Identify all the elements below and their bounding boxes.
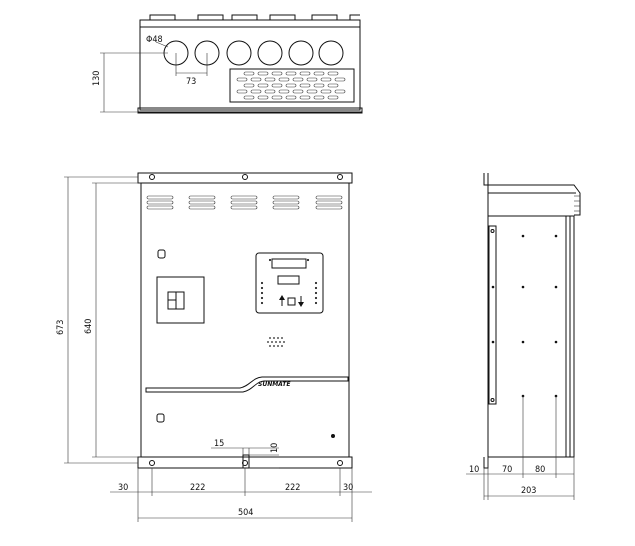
dim-total-height: 673 <box>56 176 138 464</box>
front-bottom-bracket <box>137 456 353 469</box>
side-mounting-rail <box>488 225 497 405</box>
knockout-hole <box>226 40 252 66</box>
dim-total-width-label: 504 <box>238 508 253 518</box>
top-body <box>139 19 361 111</box>
top-view: Φ48 73 130 <box>92 14 363 114</box>
dim-inner-height-label: 640 <box>84 319 94 334</box>
dim-hole-diameter-label: Φ48 <box>146 35 163 45</box>
secondary-display <box>277 275 300 285</box>
dim-side-depth: 203 <box>484 486 574 497</box>
dim-mounting-pitch: 30 222 222 30 <box>110 468 372 522</box>
dim-side-offsets: 10 70 80 <box>466 465 574 475</box>
indicator-light <box>157 249 166 259</box>
dim-total-height-label: 673 <box>56 320 66 335</box>
control-panel <box>255 252 324 314</box>
door-lock <box>156 413 165 423</box>
brand-logo: SUNMATE <box>258 381 291 388</box>
knockout-holes <box>163 40 344 66</box>
dim-top-height: 130 <box>92 52 168 113</box>
dim-depth-label: 203 <box>521 486 536 496</box>
top-base-rail <box>137 107 363 114</box>
dim-hole-pitch: 73 <box>175 53 208 87</box>
power-switch <box>156 276 205 324</box>
front-body <box>140 182 350 458</box>
dim-total-width: 504 <box>138 508 352 519</box>
dim-offset-b-label: 80 <box>535 465 545 475</box>
dim-offset-a-label: 70 <box>502 465 512 475</box>
dim-pitch-left-label: 222 <box>190 483 205 493</box>
knockout-hole <box>257 40 283 66</box>
enter-button-icon <box>287 297 296 306</box>
dim-inner-height: 640 <box>84 182 141 458</box>
side-view: 10 70 80 203 <box>466 173 581 500</box>
side-body <box>487 215 575 458</box>
side-fastener-dots <box>491 234 558 398</box>
cable-slot <box>242 454 250 469</box>
dim-flange-label: 10 <box>469 465 479 475</box>
dim-edge-left-label: 30 <box>118 483 128 493</box>
front-view: SUNMATE 673 640 15 <box>56 172 372 522</box>
speaker-grille <box>267 337 285 347</box>
top-bumps <box>140 14 360 21</box>
vent-grille <box>229 68 355 103</box>
dim-top-height-label: 130 <box>92 71 102 86</box>
knockout-hole <box>318 40 344 66</box>
logo-band: SUNMATE <box>145 376 349 393</box>
screw-dot <box>331 434 335 438</box>
up-arrow-icon <box>279 295 285 306</box>
down-arrow-icon <box>298 296 304 307</box>
dim-hole-pitch-label: 73 <box>186 77 196 87</box>
dim-slot: 15 10 <box>211 439 280 469</box>
front-vent-gills <box>146 195 343 210</box>
dim-slot-width-label: 15 <box>214 439 224 449</box>
dim-pitch-right-label: 222 <box>285 483 300 493</box>
dim-edge-right-label: 30 <box>343 483 353 493</box>
dim-hole-diameter: Φ48 <box>146 35 169 48</box>
dim-slot-height-label: 10 <box>270 443 280 453</box>
knockout-hole <box>288 40 314 66</box>
lcd-display <box>271 258 307 269</box>
